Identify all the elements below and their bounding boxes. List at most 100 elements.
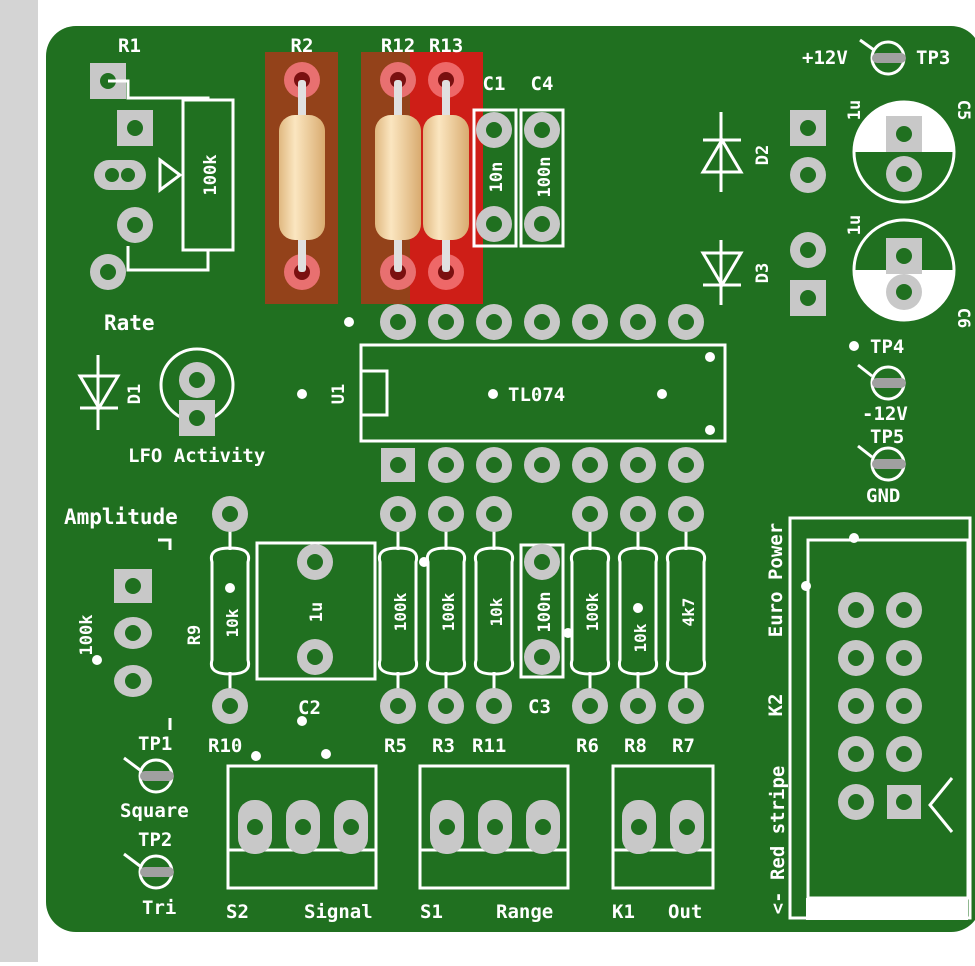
drill-hole xyxy=(848,650,864,666)
drill-hole xyxy=(438,506,454,522)
s1-label: S1 xyxy=(420,901,443,923)
resistor-outline xyxy=(377,546,419,676)
signal-label: Signal xyxy=(304,901,373,923)
r6-resistor[interactable] xyxy=(569,496,611,724)
c5-capacitor[interactable] xyxy=(852,100,956,204)
r11-resistor[interactable] xyxy=(473,496,515,724)
tl074-label: TL074 xyxy=(508,384,565,406)
d3-label: D3 xyxy=(753,263,773,283)
silk-corner xyxy=(158,538,172,550)
dot xyxy=(225,583,235,593)
s1-switch[interactable] xyxy=(418,764,570,890)
red-stripe-label: <- Red stripe xyxy=(767,766,789,915)
k1-output-connector[interactable] xyxy=(611,764,715,890)
k2-euro-power-header[interactable] xyxy=(788,516,972,920)
drill-hole xyxy=(896,746,912,762)
c6-label: C6 xyxy=(953,308,973,328)
r1-label: R1 xyxy=(118,35,141,57)
drill-hole xyxy=(390,698,406,714)
r2-label: R2 xyxy=(291,35,314,57)
u1-pins xyxy=(380,304,704,483)
r12-resistor[interactable] xyxy=(375,62,421,290)
r5-resistor[interactable] xyxy=(377,496,419,724)
d2-diode[interactable] xyxy=(700,110,826,193)
resistor-outline xyxy=(665,546,707,676)
minus12v-label: -12V xyxy=(862,403,908,425)
tp2-label: TP2 xyxy=(138,829,172,851)
r12-label: R12 xyxy=(381,35,415,57)
drill-hole xyxy=(438,314,454,330)
c4-capacitor[interactable] xyxy=(519,108,565,248)
c6-capacitor[interactable] xyxy=(852,218,956,322)
r1-trimmer[interactable] xyxy=(90,63,235,290)
resistor-outline xyxy=(425,546,467,676)
drill-hole xyxy=(678,314,694,330)
amplitude-pot[interactable] xyxy=(114,569,152,697)
r2-resistor[interactable] xyxy=(279,62,325,290)
r13-resistor[interactable] xyxy=(423,62,469,290)
dot xyxy=(705,352,715,362)
lfo-activity-label: LFO Activity xyxy=(128,445,265,467)
r9-resistor[interactable] xyxy=(209,496,251,724)
drill-hole xyxy=(486,314,502,330)
r7-resistor[interactable] xyxy=(665,496,707,724)
u1-label: U1 xyxy=(329,384,349,404)
d1-diode[interactable] xyxy=(77,355,121,430)
c6-value: 1u xyxy=(845,215,865,235)
r6-label: R6 xyxy=(576,735,599,757)
tp3-testpoint[interactable] xyxy=(859,38,906,76)
pot-value: 100k xyxy=(77,615,97,656)
drill-hole xyxy=(896,650,912,666)
amplitude-label: Amplitude xyxy=(64,505,178,529)
tp2-testpoint[interactable] xyxy=(123,852,174,890)
resistor-outline xyxy=(209,546,251,676)
drill-hole xyxy=(630,506,646,522)
drill-hole xyxy=(630,457,646,473)
drill-hole xyxy=(678,698,694,714)
r10-label: R10 xyxy=(208,735,242,757)
k2-label: K2 xyxy=(765,694,787,717)
r1-value: 100k xyxy=(201,155,221,196)
drill-hole xyxy=(582,506,598,522)
tri-label: Tri xyxy=(142,897,176,919)
r5-label: R5 xyxy=(384,735,407,757)
range-label: Range xyxy=(496,901,553,923)
drill-hole xyxy=(630,314,646,330)
tp1-testpoint[interactable] xyxy=(123,756,174,794)
d3-diode[interactable] xyxy=(700,232,826,316)
drill-hole xyxy=(534,457,550,473)
drill-hole xyxy=(390,457,406,473)
euro-power-label: Euro Power xyxy=(765,523,787,637)
drill-hole xyxy=(222,698,238,714)
drill-hole xyxy=(896,794,912,810)
c3-capacitor[interactable] xyxy=(519,543,565,679)
r3-resistor[interactable] xyxy=(425,496,467,724)
dot xyxy=(251,751,261,761)
c3-value: 100n xyxy=(535,592,555,633)
resistor-outline xyxy=(473,546,515,676)
square-label: Square xyxy=(120,800,189,822)
lfo-activity-led[interactable] xyxy=(159,347,235,436)
drill-hole xyxy=(678,506,694,522)
s2-switch[interactable] xyxy=(226,764,378,890)
gnd-label: GND xyxy=(866,485,900,507)
c1-capacitor[interactable] xyxy=(472,108,518,248)
tp5-label: TP5 xyxy=(870,426,904,448)
drill-hole xyxy=(848,698,864,714)
s2-label: S2 xyxy=(226,901,249,923)
left-frame xyxy=(0,0,38,962)
u1-opamp[interactable] xyxy=(359,343,727,443)
drill-hole xyxy=(486,457,502,473)
r11-label: R11 xyxy=(472,735,506,757)
tp4-testpoint[interactable] xyxy=(857,363,906,401)
c2-capacitor[interactable] xyxy=(255,541,377,681)
r8-resistor[interactable] xyxy=(617,496,659,724)
c1-value: 10n xyxy=(487,162,507,193)
r7-label: R7 xyxy=(672,735,695,757)
tp5-testpoint[interactable] xyxy=(857,444,906,482)
drill-hole xyxy=(848,746,864,762)
drill-hole xyxy=(486,506,502,522)
r3-label: R3 xyxy=(432,735,455,757)
drill-hole xyxy=(848,794,864,810)
